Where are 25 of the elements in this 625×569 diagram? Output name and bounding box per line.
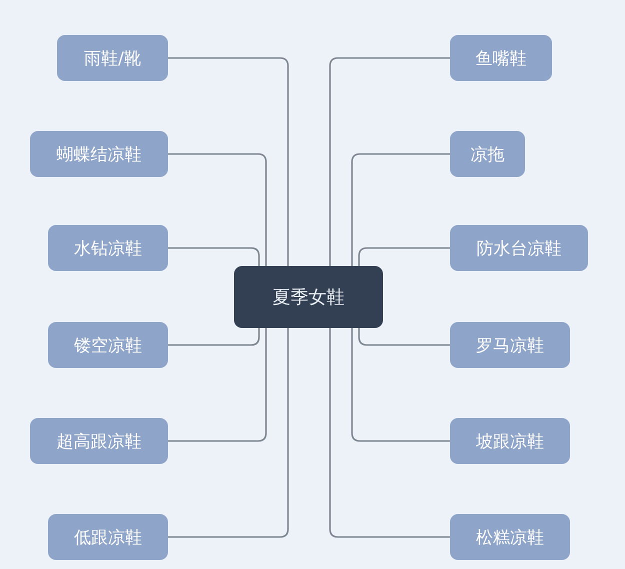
- connector-line: [168, 328, 267, 442]
- connector-line: [168, 153, 267, 266]
- subtopic-box: 低跟凉鞋: [48, 514, 168, 560]
- subtopic-box: 鱼嘴鞋: [450, 35, 552, 81]
- subtopic-box: 坡跟凉鞋: [450, 418, 570, 464]
- subtopic-box: 蝴蝶结凉鞋: [30, 131, 168, 177]
- subtopic-box: 水钻凉鞋: [48, 225, 168, 271]
- connector-line: [168, 247, 260, 266]
- connector-line: [358, 328, 450, 346]
- subtopic-box: 松糕凉鞋: [450, 514, 570, 560]
- subtopic-box: 镂空凉鞋: [48, 322, 168, 368]
- subtopic-box: 雨鞋/靴: [57, 35, 168, 81]
- subtopic-box: 凉拖: [450, 131, 525, 177]
- connector-line: [168, 328, 260, 346]
- connector-line: [329, 328, 450, 538]
- subtopic-box: 超高跟凉鞋: [30, 418, 168, 464]
- connector-line: [351, 153, 450, 266]
- subtopic-box: 防水台凉鞋: [450, 225, 588, 271]
- connector-line: [329, 57, 450, 266]
- topic-box: 夏季女鞋: [234, 266, 383, 328]
- connector-line: [351, 328, 450, 442]
- connector-line: [168, 57, 289, 266]
- connector-line: [358, 247, 450, 266]
- connector-line: [168, 328, 289, 538]
- subtopic-box: 罗马凉鞋: [450, 322, 570, 368]
